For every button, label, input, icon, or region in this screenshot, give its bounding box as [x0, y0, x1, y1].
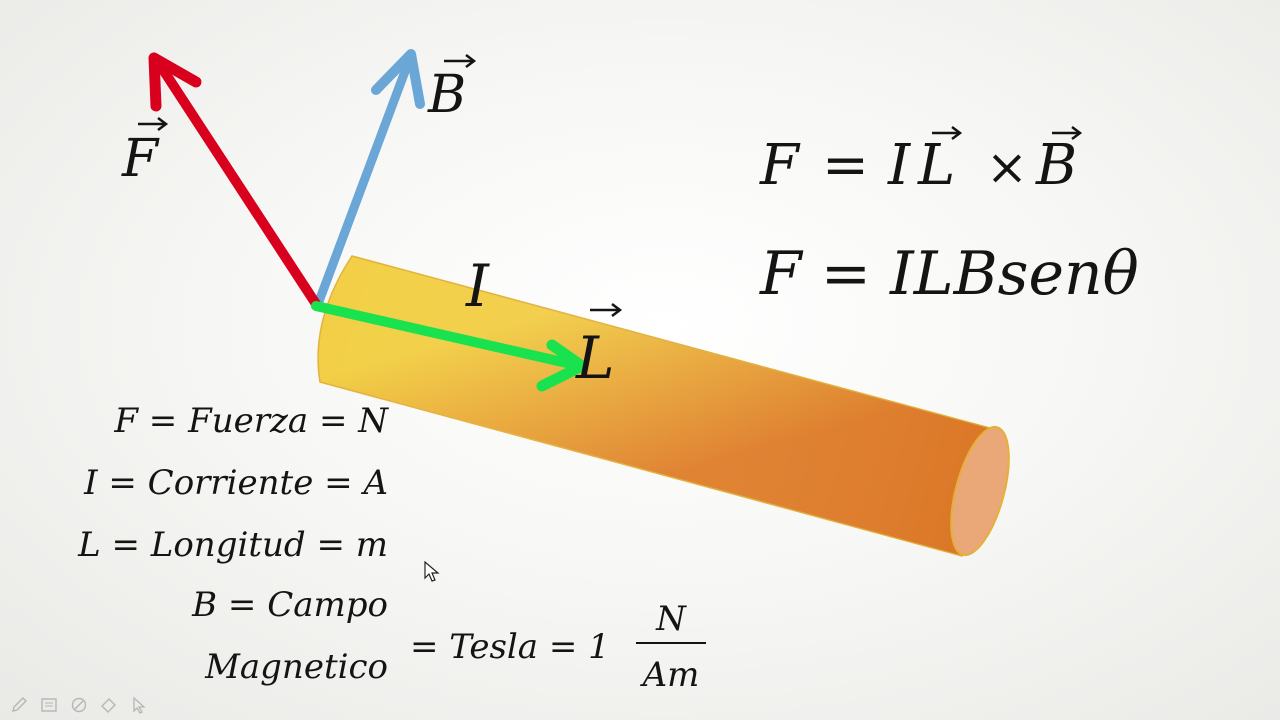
vector-arrow-icon: [932, 126, 963, 140]
svg-text:B: B: [427, 65, 466, 125]
highlighter-icon[interactable]: [98, 696, 120, 714]
slides-icon[interactable]: [38, 696, 60, 714]
wire: [317, 255, 1010, 557]
definitions: F = Fuerza = N I = Corriente = A L = Lon…: [77, 401, 706, 695]
svg-text:L: L: [575, 324, 615, 392]
field-label: B: [427, 54, 477, 125]
svg-text:F: F: [121, 129, 160, 189]
force-arrow: [148, 52, 321, 309]
definition-field-line2: Magnetico: [204, 647, 388, 687]
definition-length: L = Longitud = m: [77, 525, 388, 565]
presentation-toolbar: [8, 696, 150, 714]
svg-text:F: F: [759, 133, 801, 198]
definition-force: F = Fuerza = N: [113, 401, 389, 441]
vector-arrow-icon: [590, 303, 623, 317]
field-arrow: [313, 49, 425, 309]
wire-end-cap: [950, 425, 1010, 557]
vector-arrow-icon: [138, 117, 169, 131]
magnitude-formula: F = ILBsenθ: [759, 239, 1139, 309]
pointer-icon[interactable]: [128, 696, 150, 714]
mouse-cursor-icon: [424, 561, 440, 582]
eraser-icon[interactable]: [68, 696, 90, 714]
svg-text:I: I: [887, 133, 912, 198]
vector-arrow-icon: [1052, 126, 1083, 140]
svg-text:=: =: [822, 133, 869, 198]
definition-tesla: = Tesla = 1: [410, 627, 610, 667]
svg-text:×: ×: [986, 138, 1028, 196]
fraction-numerator: N: [655, 599, 687, 639]
svg-text:B: B: [1035, 133, 1077, 198]
definition-field-line1: B = Campo: [191, 585, 388, 625]
length-arrow: [311, 301, 588, 392]
current-label: I: [465, 252, 490, 320]
cross-product-formula: F = I L × B: [759, 126, 1083, 198]
svg-text:L: L: [917, 133, 955, 198]
vector-arrow-icon: [444, 54, 477, 68]
length-label: L: [575, 303, 623, 392]
wire-shade: [318, 256, 991, 556]
pen-icon[interactable]: [8, 696, 30, 714]
svg-text:I: I: [465, 252, 490, 320]
force-label: F: [121, 117, 169, 189]
fraction-denominator: Am: [640, 655, 700, 695]
definition-current: I = Corriente = A: [83, 463, 388, 503]
